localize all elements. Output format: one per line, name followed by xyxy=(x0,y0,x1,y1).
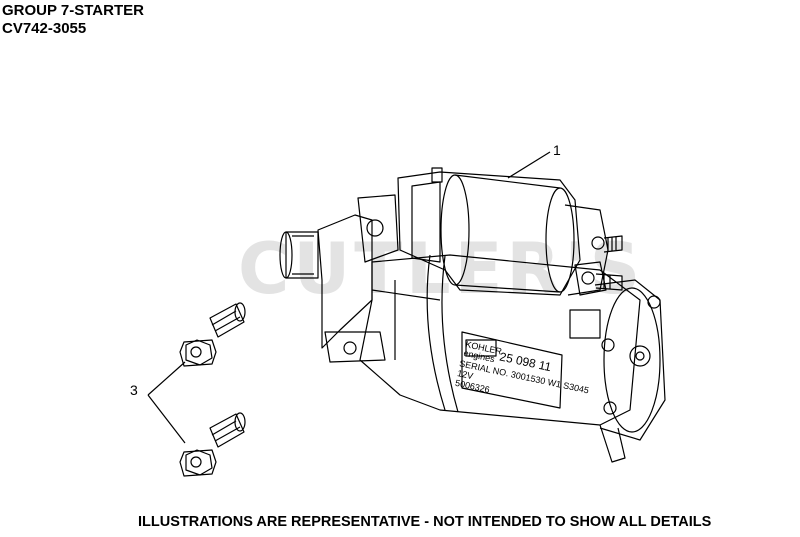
nameplate-code: 5006326 xyxy=(454,378,490,395)
motor-body xyxy=(359,254,641,426)
callout-1: 1 xyxy=(553,142,561,158)
nose-housing xyxy=(317,194,399,363)
pinion-gear xyxy=(279,231,319,279)
nameplate-voltage: 12V xyxy=(456,368,474,381)
callout-1-leader xyxy=(507,151,551,179)
bolt-upper xyxy=(179,302,246,367)
solenoid-terminals xyxy=(564,204,623,296)
watermark: CUTLER'S xyxy=(238,228,645,310)
solenoid xyxy=(397,167,581,296)
callout-3-leader-lower xyxy=(147,394,186,444)
bolt-lower xyxy=(179,412,246,477)
model-number: CV742-3055 xyxy=(2,20,87,37)
callout-3-leader-upper xyxy=(147,361,186,396)
group-title: GROUP 7-STARTER xyxy=(2,2,144,19)
callout-3: 3 xyxy=(130,382,138,398)
end-cap xyxy=(569,279,666,463)
nameplate xyxy=(461,331,563,409)
disclaimer-footer: ILLUSTRATIONS ARE REPRESENTATIVE - NOT I… xyxy=(138,514,712,530)
